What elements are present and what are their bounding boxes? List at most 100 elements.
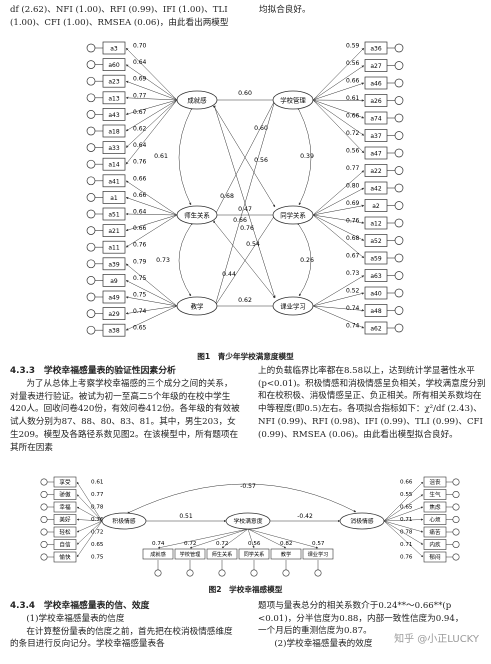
loading-value: 0.76 bbox=[133, 242, 147, 249]
indicator-box bbox=[53, 526, 77, 538]
loading-path-line bbox=[312, 99, 365, 119]
indicator-label: a18 bbox=[108, 129, 119, 136]
loading-path-line bbox=[247, 528, 255, 549]
indicator-label: a9 bbox=[110, 278, 118, 285]
loading-path-line bbox=[125, 296, 178, 307]
error-term-circle bbox=[394, 113, 404, 123]
loading-value: 0.66 bbox=[133, 225, 147, 232]
indicator-box bbox=[423, 526, 447, 538]
latent-factor-ellipse bbox=[225, 512, 271, 530]
section-4-3-4-right-line-1: 题项与量表总分的相关系数介于0.24**～0.66**(p bbox=[258, 601, 452, 611]
loading-value: 0.52 bbox=[346, 288, 360, 295]
error-term-circle bbox=[86, 242, 96, 252]
indicator-label: 课业学习 bbox=[308, 550, 329, 558]
loading-value: 0.64 bbox=[133, 142, 147, 149]
loading-path-line bbox=[312, 214, 365, 241]
loading-value: 0.77 bbox=[346, 165, 360, 172]
indicator-box bbox=[102, 141, 126, 154]
latent-factor-label: 课业学习 bbox=[280, 301, 306, 310]
loading-path-line bbox=[312, 170, 365, 216]
latent-factor-ellipse bbox=[176, 296, 218, 316]
error-term-circle bbox=[394, 323, 404, 333]
loading-value: 0.74 bbox=[346, 305, 360, 312]
indicator-box bbox=[102, 74, 126, 88]
loading-path-line bbox=[312, 214, 365, 224]
error-term-circle bbox=[86, 176, 96, 186]
indicator-box bbox=[53, 489, 77, 500]
loading-path-line bbox=[383, 506, 424, 522]
loading-value: 0.77 bbox=[91, 492, 104, 498]
loading-value: 0.61 bbox=[91, 480, 104, 486]
loading-value: 0.73 bbox=[346, 270, 360, 277]
loading-value: 0.76 bbox=[91, 517, 104, 523]
loading-value: 0.69 bbox=[133, 76, 147, 83]
latent-factor-label: 教学 bbox=[191, 301, 204, 310]
error-term-circle bbox=[86, 193, 96, 202]
loading-value: 0.57 bbox=[312, 541, 325, 547]
loading-path-line bbox=[125, 280, 178, 307]
error-term-circle bbox=[186, 569, 194, 577]
error-term-circle bbox=[394, 218, 404, 228]
indicator-label: a11 bbox=[108, 245, 119, 252]
loading-value: 0.65 bbox=[400, 505, 413, 511]
indicator-box bbox=[302, 548, 334, 560]
correlation-value: -0.57 bbox=[240, 483, 256, 490]
indicator-box bbox=[423, 501, 447, 513]
indicator-label: a47 bbox=[370, 151, 381, 158]
loading-path-line bbox=[125, 180, 178, 216]
error-term-circle bbox=[86, 209, 96, 219]
error-term-circle bbox=[394, 288, 404, 298]
loading-value: 0.75 bbox=[91, 555, 104, 561]
indicator-box bbox=[423, 551, 447, 563]
loading-path-line bbox=[125, 196, 178, 216]
indicator-label: 郁闷 bbox=[429, 553, 441, 561]
latent-factor-label: 师生关系 bbox=[184, 210, 210, 219]
section-4-3-4-subheading: (1)学校幸福感量表的信度 bbox=[26, 614, 125, 625]
error-term-circle bbox=[394, 61, 404, 70]
indicator-label: a29 bbox=[108, 311, 119, 318]
loading-value: 0.80 bbox=[346, 183, 360, 190]
indicator-label: a62 bbox=[370, 326, 381, 333]
loading-value: 0.70 bbox=[133, 43, 147, 50]
indicator-label: a3 bbox=[110, 46, 118, 53]
correlation-value: 0.76 bbox=[240, 225, 254, 232]
loading-value: 0.59 bbox=[346, 43, 360, 50]
indicator-label: a21 bbox=[108, 228, 119, 235]
indicator-box bbox=[364, 76, 388, 90]
error-term-circle bbox=[394, 271, 404, 280]
indicator-label: a60 bbox=[108, 62, 119, 69]
correlation-value: 0.47 bbox=[238, 206, 252, 213]
loading-path-line bbox=[383, 520, 424, 558]
correlation-value: 0.39 bbox=[300, 153, 314, 160]
loading-value: 0.56 bbox=[248, 541, 261, 547]
error-term-circle bbox=[394, 148, 404, 158]
loading-path-line bbox=[125, 96, 178, 101]
indicator-box bbox=[102, 207, 126, 221]
indicator-label: 学校管理 bbox=[180, 550, 202, 558]
error-term-circle bbox=[86, 143, 96, 152]
indicator-label: a43 bbox=[108, 112, 119, 119]
loading-path-line bbox=[247, 528, 319, 549]
loading-path-line bbox=[76, 520, 103, 533]
correlation-arc bbox=[178, 222, 194, 297]
loading-value: 0.72 bbox=[346, 130, 360, 137]
indicator-label: a2 bbox=[372, 203, 380, 210]
indicator-label: a74 bbox=[370, 116, 381, 123]
error-term-circle bbox=[394, 201, 404, 210]
indicator-box bbox=[364, 129, 388, 142]
loading-value: 0.66 bbox=[133, 192, 147, 199]
error-term-circle bbox=[452, 503, 460, 511]
loading-value: 0.65 bbox=[91, 542, 104, 548]
indicator-box bbox=[364, 216, 388, 230]
error-term-circle bbox=[40, 503, 48, 511]
latent-factor-label: 成就感 bbox=[187, 95, 207, 104]
error-term-circle bbox=[86, 276, 96, 285]
loading-path-line bbox=[312, 292, 365, 307]
indicator-box bbox=[423, 539, 447, 550]
indicator-box bbox=[53, 476, 77, 488]
indicator-box bbox=[102, 91, 126, 105]
loading-path-line bbox=[312, 99, 365, 154]
loading-path-line bbox=[383, 518, 424, 522]
error-term-circle bbox=[40, 490, 48, 498]
